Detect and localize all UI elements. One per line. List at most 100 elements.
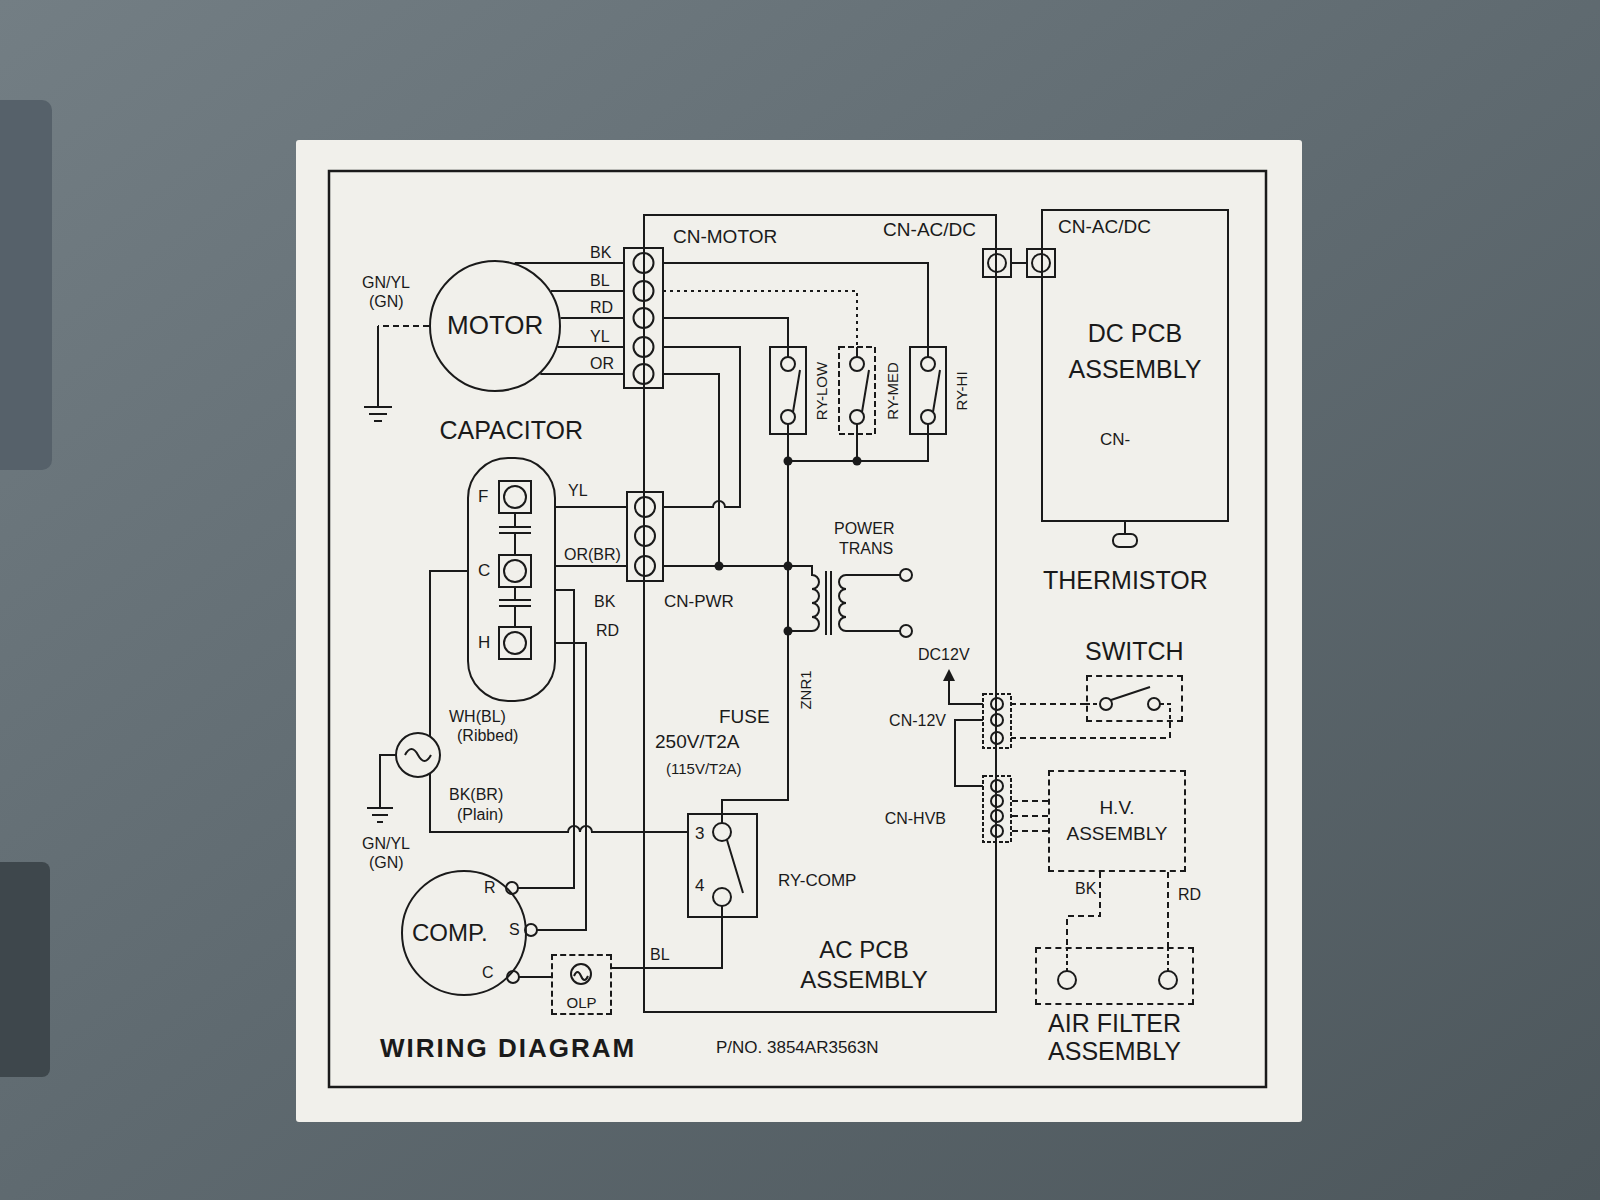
switch-box: SWITCH bbox=[1086, 675, 1183, 722]
terminal bbox=[499, 248, 1055, 983]
wire bbox=[910, 347, 946, 434]
part-name: POWER bbox=[834, 520, 894, 538]
wire-color: OR(BR) bbox=[562, 546, 623, 564]
wire-color: WH(BL) bbox=[449, 708, 506, 726]
terminal bbox=[991, 698, 1003, 710]
relay-box-outline bbox=[713, 813, 743, 918]
terminal-letter: C bbox=[482, 964, 494, 982]
capacitor-plates bbox=[499, 513, 531, 627]
wire bbox=[1067, 872, 1100, 947]
connector-name: CN-AC/DC bbox=[1058, 216, 1151, 238]
terminal bbox=[506, 882, 518, 894]
relay-box: 34RY-COMP bbox=[687, 813, 758, 918]
relay-name: RY-LOW bbox=[813, 362, 830, 420]
compressor-circle: COMP. bbox=[401, 870, 527, 996]
wire bbox=[788, 347, 940, 434]
wire bbox=[527, 643, 586, 930]
terminal bbox=[991, 780, 1003, 792]
overload-box-outline bbox=[574, 972, 588, 980]
wire bbox=[364, 263, 1137, 832]
switch-box-outline bbox=[1086, 687, 1170, 722]
terminal-letter: S bbox=[509, 921, 520, 939]
wire-note: (Ribbed) bbox=[457, 727, 518, 745]
terminal bbox=[991, 795, 1003, 807]
node-text: MOTOR bbox=[447, 311, 543, 341]
wire-color: (GN) bbox=[369, 293, 404, 311]
wire bbox=[850, 410, 864, 424]
terminal bbox=[635, 556, 655, 576]
terminal bbox=[991, 732, 1003, 744]
rating: (115V/T2A) bbox=[666, 760, 742, 777]
panel-hole bbox=[0, 100, 52, 470]
wire-color: GN/YL bbox=[362, 835, 410, 853]
diagram-caption: WIRING DIAGRAM bbox=[380, 1034, 636, 1064]
wire bbox=[405, 749, 431, 761]
connector-name: CN-PWR bbox=[664, 592, 734, 612]
wire bbox=[900, 569, 912, 581]
assembly-box: H.V. ASSEMBLY bbox=[1048, 770, 1186, 872]
node-text: CAPACITOR bbox=[440, 416, 584, 445]
terminal-letter: C bbox=[478, 561, 490, 581]
terminal bbox=[991, 825, 1003, 837]
wire bbox=[663, 263, 928, 347]
wire bbox=[839, 575, 846, 631]
pcb-box: 34RY-COMPAC PCB ASSEMBLY bbox=[643, 214, 997, 1013]
assembly-box: AIR FILTER ASSEMBLY bbox=[1035, 947, 1194, 1005]
terminal bbox=[499, 555, 531, 587]
terminal bbox=[499, 481, 531, 513]
wire-color: BK bbox=[592, 593, 617, 611]
assembly-box-outline bbox=[1058, 971, 1076, 989]
motor-circle: MOTOR bbox=[429, 260, 561, 392]
switch-box-outline bbox=[1148, 698, 1160, 710]
connector-name: CN-MOTOR bbox=[673, 226, 777, 248]
node-text: COMP. bbox=[412, 919, 488, 947]
pcb-box: DC PCB ASSEMBLY bbox=[1041, 209, 1229, 522]
wire bbox=[663, 291, 857, 347]
node-text: H.V. ASSEMBLY bbox=[1058, 795, 1176, 847]
switch-box-outline bbox=[1100, 698, 1112, 710]
wire bbox=[850, 357, 864, 371]
wire bbox=[663, 374, 719, 566]
overload-box: OLP bbox=[551, 954, 612, 1015]
wire-color: YL bbox=[588, 328, 612, 346]
node-text: OLP bbox=[567, 994, 597, 1011]
wire bbox=[663, 318, 788, 347]
relay-box-outline bbox=[722, 813, 743, 918]
terminal-letter: F bbox=[478, 487, 488, 507]
part-name: TRANS bbox=[839, 540, 893, 558]
wire bbox=[612, 918, 722, 968]
wire bbox=[1124, 522, 1126, 534]
terminal bbox=[991, 810, 1003, 822]
terminal bbox=[627, 492, 663, 581]
panel-hole bbox=[0, 862, 50, 1077]
junction-dot bbox=[943, 669, 955, 681]
part-name: THERMISTOR bbox=[1043, 566, 1208, 595]
assembly-box-outline bbox=[1159, 971, 1177, 989]
wire bbox=[396, 733, 440, 777]
part-number: P/NO. 3854AR3563N bbox=[716, 1038, 879, 1058]
wire bbox=[1167, 872, 1169, 947]
switch-box-outline bbox=[1086, 675, 1183, 722]
node-text: 3 bbox=[695, 824, 704, 844]
wire-color: BL bbox=[588, 272, 612, 290]
wire-color: BK bbox=[588, 244, 613, 262]
junction-dot bbox=[784, 457, 793, 466]
switch-box-outline bbox=[1111, 687, 1150, 700]
wire bbox=[949, 680, 983, 704]
terminal bbox=[635, 497, 655, 517]
terminal bbox=[635, 526, 655, 546]
wire bbox=[781, 410, 795, 424]
wire bbox=[955, 720, 983, 786]
node-text: 4 bbox=[695, 876, 704, 896]
terminal-letter: H bbox=[478, 633, 490, 653]
assembly-box-outline bbox=[1058, 947, 1177, 989]
connector-name: CN-12V bbox=[889, 712, 946, 730]
terminal bbox=[504, 632, 526, 654]
wire bbox=[997, 722, 1170, 738]
junction-dot bbox=[853, 457, 862, 466]
wire bbox=[846, 575, 900, 631]
frame bbox=[329, 171, 1266, 1087]
